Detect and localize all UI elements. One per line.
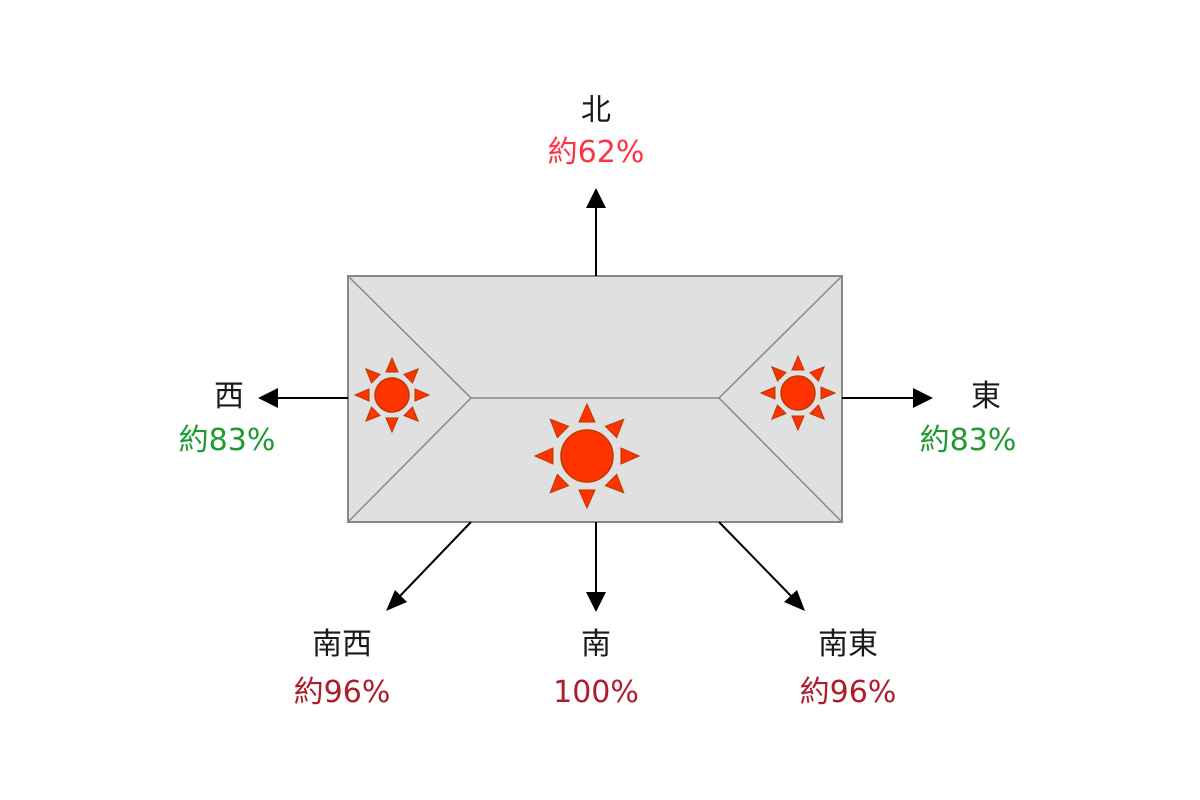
sun-ray <box>620 447 641 465</box>
ratio-west: 約83% <box>178 423 276 458</box>
sun-ray <box>791 354 805 371</box>
sun-ray <box>533 447 554 465</box>
ratio-south: 100% <box>553 675 639 710</box>
label-west: 西 約83% <box>165 382 289 456</box>
sun-icon <box>759 354 837 432</box>
arrow-east <box>842 388 933 408</box>
sun-ray <box>385 417 399 434</box>
sun-ray <box>385 356 399 373</box>
sun-ray <box>604 418 625 439</box>
arrow-north <box>586 188 606 276</box>
sun-ray <box>414 388 431 402</box>
direction-arrows <box>258 188 933 612</box>
sun-ray <box>820 386 837 400</box>
sun-ray <box>364 406 381 423</box>
sun-disc <box>560 429 614 483</box>
roof-hip-line-sw <box>347 397 472 523</box>
roof <box>347 275 843 523</box>
direction-name-north: 北 <box>581 93 611 128</box>
ratio-southeast: 約96% <box>799 675 897 710</box>
label-south: 南 100% <box>534 630 658 708</box>
label-southwest: 南西 約96% <box>280 630 404 708</box>
sun-icon <box>533 402 641 510</box>
sun-ray <box>770 404 787 421</box>
direction-name-southwest: 南西 <box>312 627 372 662</box>
direction-name-south: 南 <box>581 627 611 662</box>
sun-ray <box>809 404 826 421</box>
ratio-north: 約62% <box>547 135 645 170</box>
ratio-east: 約83% <box>919 423 1017 458</box>
sun-ray <box>353 388 370 402</box>
sun-ray <box>791 415 805 432</box>
sun-ray <box>403 406 420 423</box>
sun-ray <box>403 367 420 384</box>
sun-ray <box>809 365 826 382</box>
sun-disc <box>780 375 816 411</box>
label-southeast: 南東 約96% <box>786 630 910 708</box>
sun-ray <box>759 386 776 400</box>
direction-name-east: 東 <box>971 379 1001 414</box>
sun-icon <box>353 356 431 434</box>
ratio-southwest: 約96% <box>293 675 391 710</box>
sun-ray <box>770 365 787 382</box>
roof-hip-line-se <box>718 397 843 523</box>
sun-ray <box>549 473 570 494</box>
label-north: 北 約62% <box>546 96 646 168</box>
label-east: 東 約83% <box>906 382 1030 456</box>
sun-ray <box>604 473 625 494</box>
sun-ray <box>578 402 596 423</box>
arrow-southeast <box>718 521 805 611</box>
sun-ray <box>578 489 596 510</box>
direction-name-southeast: 南東 <box>818 627 878 662</box>
sun-disc <box>374 377 410 413</box>
direction-name-west: 西 <box>214 379 244 414</box>
sun-ray <box>364 367 381 384</box>
arrow-south <box>586 522 606 612</box>
sun-ray <box>549 418 570 439</box>
arrow-west <box>258 388 348 408</box>
arrow-southwest <box>386 521 472 611</box>
roof-hip-line-ne <box>718 275 843 399</box>
roof-hip-line-nw <box>347 275 472 399</box>
roof-outline <box>347 275 843 523</box>
